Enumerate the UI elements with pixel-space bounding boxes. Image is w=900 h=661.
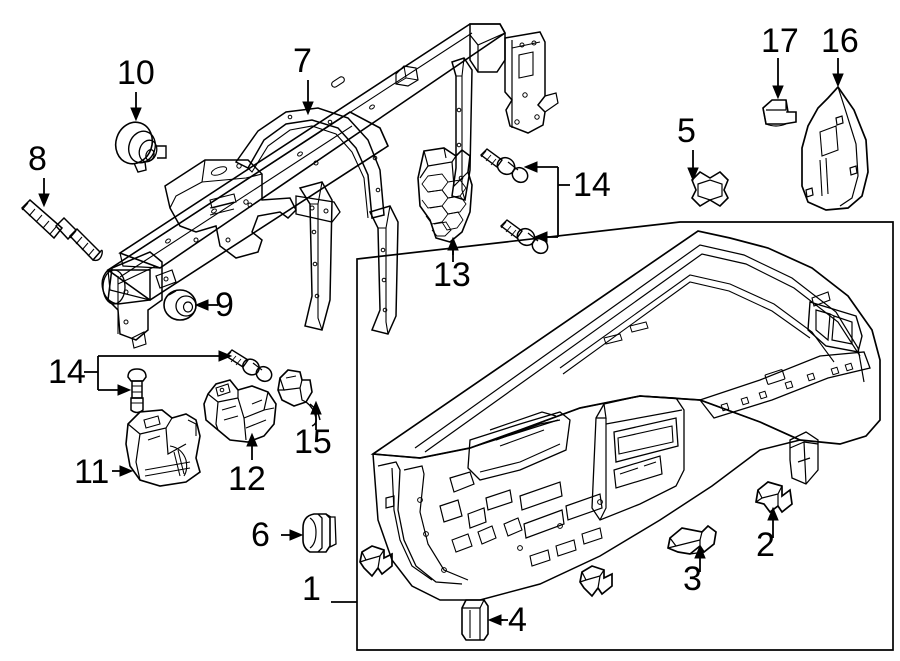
part-8-stud-bolt (20, 198, 103, 262)
part-10-horn-assembly (114, 121, 167, 173)
part-6-knob-cap (302, 513, 337, 553)
callout-number-16: 16 (821, 22, 859, 60)
part-7-reinforcement-beam (101, 23, 559, 349)
callout-number-14-upper: 14 (573, 166, 611, 204)
callout-number-2: 2 (756, 526, 775, 564)
instrument-panel-bounding-box (356, 221, 894, 651)
part-3-retainer-clip (667, 524, 717, 555)
retainer-clip-unlabeled-left (359, 545, 393, 578)
part-4-plug-cap (461, 599, 489, 641)
callout-number-1: 1 (302, 570, 321, 608)
part-16-side-cover-panel (801, 85, 869, 211)
callout-number-17: 17 (761, 22, 799, 60)
callout-number-4: 4 (508, 601, 527, 639)
callout-number-12: 12 (228, 460, 266, 498)
part-14-bolt-lower-b (127, 368, 147, 414)
callout-leaders (38, 58, 844, 626)
callout-number-5: 5 (677, 112, 696, 150)
part-5-spring-nut-clip (691, 170, 729, 208)
part-11-knee-bolster-bracket (125, 409, 201, 487)
part-17-small-bracket-clip (762, 99, 797, 127)
part-1-instrument-panel-assembly (370, 230, 881, 601)
callout-number-3: 3 (683, 560, 702, 598)
callout-number-15: 15 (294, 423, 332, 461)
callout-number-9: 9 (215, 286, 234, 324)
part-14-bolt-upper-a (479, 148, 529, 184)
callout-number-10: 10 (117, 54, 155, 92)
part-12-mounting-bracket (203, 379, 277, 443)
part-14-bolt-lower-a (224, 349, 273, 383)
callout-number-13: 13 (433, 256, 471, 294)
callout-number-14-lower: 14 (48, 353, 86, 391)
callout-number-6: 6 (251, 516, 270, 554)
part-15-clip-retainer-bracket (277, 369, 321, 427)
part-13-energy-absorber-bracket (417, 147, 473, 243)
callout-number-7: 7 (293, 42, 312, 80)
callout-number-8: 8 (28, 140, 47, 178)
callout-number-11: 11 (74, 453, 110, 491)
part-9-bushing-grommet (163, 289, 197, 321)
part-2-retainer-clip (755, 481, 793, 514)
retainer-clip-unlabeled-center (579, 565, 613, 598)
